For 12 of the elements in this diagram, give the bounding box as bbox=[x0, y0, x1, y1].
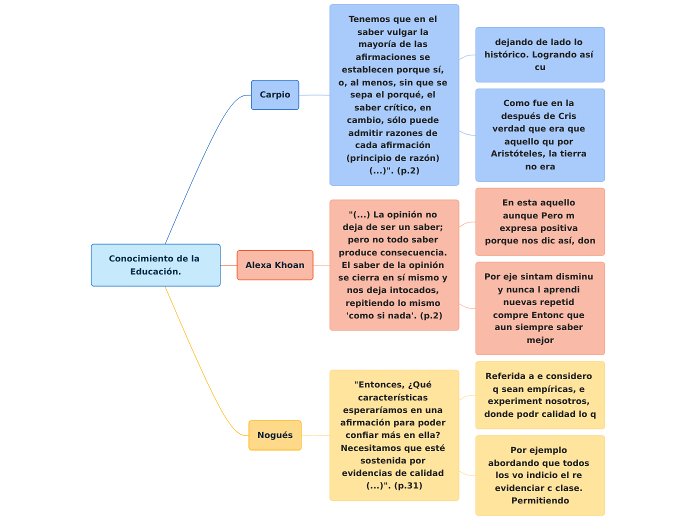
connector bbox=[458, 222, 476, 228]
connector bbox=[164, 94, 252, 245]
connector bbox=[313, 264, 330, 266]
connector bbox=[164, 286, 250, 436]
connector bbox=[458, 304, 476, 310]
connector bbox=[458, 395, 476, 400]
connector bbox=[298, 94, 330, 96]
connector bbox=[458, 54, 476, 60]
connector bbox=[220, 264, 238, 266]
connector bbox=[458, 470, 476, 476]
connector bbox=[458, 130, 476, 136]
connector bbox=[301, 435, 330, 436]
